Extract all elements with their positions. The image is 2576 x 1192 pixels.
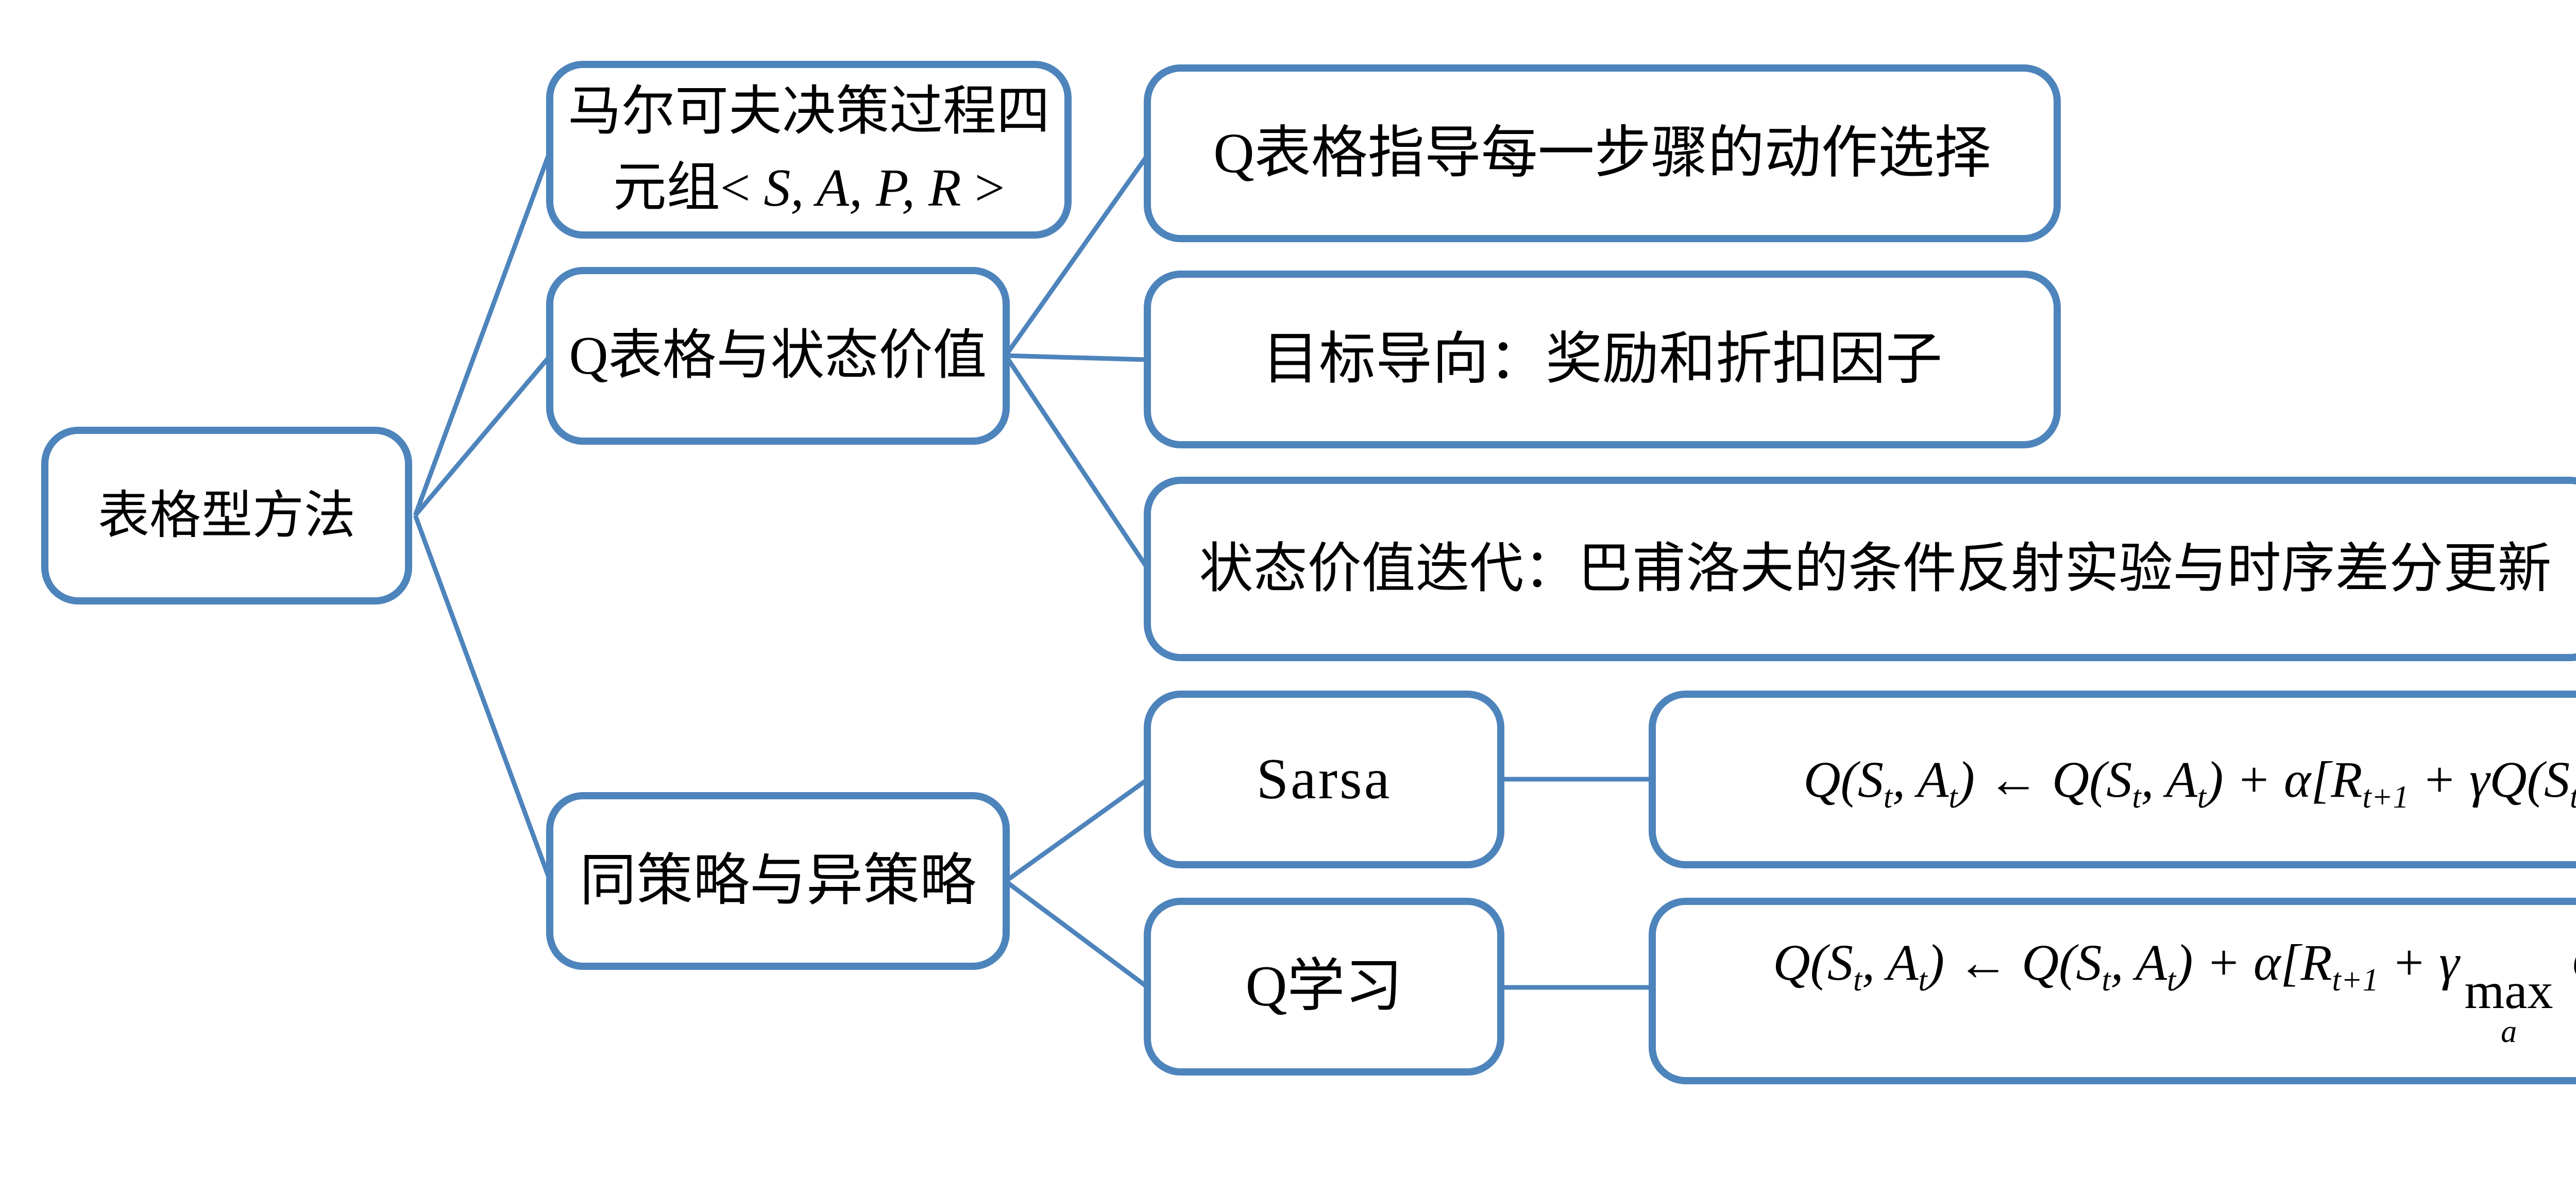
node-goal-oriented[interactable]: 目标导向：奖励和折扣因子 <box>1144 271 2061 448</box>
connector-qtable-guide <box>1004 153 1150 357</box>
connector-policy-qlearn <box>1004 879 1149 989</box>
mdp-tuple-variables: S, A, P, R <box>764 158 961 217</box>
node-mdp-tuple-label-line1: 马尔可夫决策过程四 <box>567 81 1050 141</box>
node-qtable-state-value[interactable]: Q表格与状态价值 <box>546 267 1010 445</box>
sarsa-update-formula: Q(St, At) ← Q(St, At) + α[Rt+1 + γQ(St+1… <box>1803 750 2576 815</box>
connector-qtable-goal <box>1005 353 1148 362</box>
node-state-value-iteration[interactable]: 状态价值迭代：巴甫洛夫的条件反射实验与时序差分更新 <box>1144 477 2576 661</box>
node-qtable-state-value-label: Q表格与状态价值 <box>569 325 987 386</box>
node-goal-oriented-label: 目标导向：奖励和折扣因子 <box>1262 327 1942 391</box>
node-on-off-policy-label: 同策略与异策略 <box>580 849 976 912</box>
node-mdp-tuple[interactable]: 马尔可夫决策过程四 元组< S, A, P, R > <box>546 61 1072 239</box>
node-tabular-methods-label: 表格型方法 <box>98 487 355 544</box>
node-sarsa-label: Sarsa <box>1256 747 1392 812</box>
node-q-learning-label: Q学习 <box>1245 954 1403 1019</box>
node-state-value-iteration-label: 状态价值迭代：巴甫洛夫的条件反射实验与时序差分更新 <box>1199 538 2552 599</box>
node-qtable-guides-actions[interactable]: Q表格指导每一步骤的动作选择 <box>1144 64 2061 242</box>
connector-root-policy <box>413 514 553 882</box>
node-q-learning[interactable]: Q学习 <box>1144 898 1504 1076</box>
node-on-off-policy[interactable]: 同策略与异策略 <box>546 792 1010 970</box>
node-sarsa-update-formula[interactable]: Q(St, At) ← Q(St, At) + α[Rt+1 + γQ(St+1… <box>1649 691 2576 868</box>
connector-root-qtable <box>413 354 552 517</box>
connector-policy-sarsa <box>1004 777 1149 883</box>
node-mdp-tuple-label-line2: 元组< S, A, P, R > <box>613 150 1005 226</box>
node-qtable-guides-actions-label: Q表格指导每一步骤的动作选择 <box>1213 121 1991 184</box>
mdp-line2-suffix: > <box>961 158 1005 217</box>
connector-qtable-iter <box>1004 354 1150 570</box>
mdp-line2-prefix: 元组< <box>613 158 764 217</box>
connector-root-mdp <box>413 149 553 516</box>
node-sarsa[interactable]: Sarsa <box>1144 691 1504 868</box>
node-tabular-methods[interactable]: 表格型方法 <box>41 427 412 605</box>
